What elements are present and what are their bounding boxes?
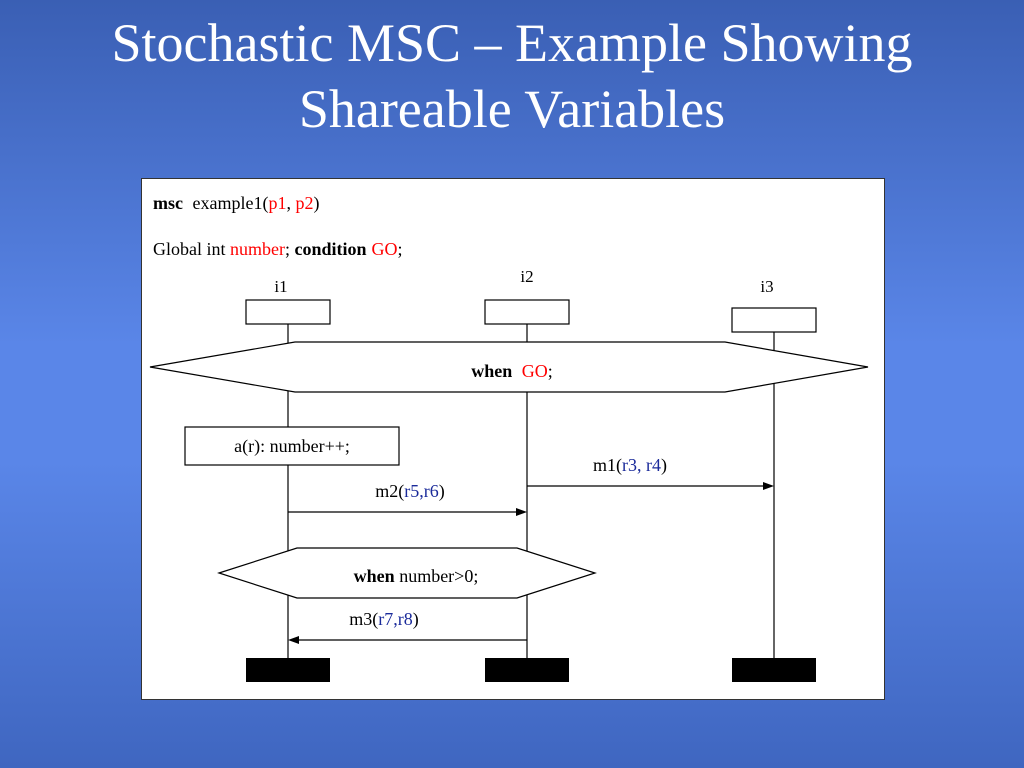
message-m1-label: m1(r3, r4) — [593, 455, 667, 476]
m1-args: r3, r4 — [622, 455, 661, 475]
when1-semi: ; — [548, 361, 553, 381]
message-m3-label: m3(r7,r8) — [349, 609, 419, 630]
instance-head-i3 — [731, 307, 817, 333]
when1-name: GO — [522, 361, 548, 381]
m2-label: m2( — [375, 481, 404, 502]
title-line-2: Shareable Variables — [298, 79, 726, 139]
instance-end-i3 — [732, 658, 816, 682]
when2-keyword: when — [354, 566, 395, 586]
msc-diagram-svg: msc example1(p1, p2) Global int number; … — [149, 193, 869, 682]
action-box — [184, 426, 400, 466]
instance-label-i3: i3 — [760, 277, 773, 296]
when2-text: number>0; — [395, 566, 479, 586]
condition-when-go — [149, 341, 869, 393]
instance-label-i1: i1 — [274, 277, 287, 296]
message-m1-arrowhead — [763, 482, 774, 490]
msc-param-p1: p1 — [268, 193, 286, 213]
m2-close: ) — [439, 481, 445, 502]
msc-header: msc example1(p1, p2) — [153, 193, 319, 214]
m1-close: ) — [661, 455, 667, 476]
instance-end-i1 — [246, 658, 330, 682]
m3-label: m3( — [349, 609, 378, 630]
when1-keyword: when — [471, 361, 512, 381]
title-line-1: Stochastic MSC – Example Showing — [111, 13, 913, 73]
message-m2-arrowhead — [516, 508, 527, 516]
instance-head-i2 — [484, 299, 570, 325]
action-text: a(r): number++; — [234, 436, 350, 457]
global-semi: ; — [285, 239, 295, 259]
slide-title: Stochastic MSC – Example Showing Shareab… — [0, 10, 1024, 142]
msc-param-close: ) — [313, 193, 319, 214]
m1-label: m1( — [593, 455, 622, 476]
msc-param-p2: p2 — [295, 193, 313, 213]
m3-args: r7,r8 — [378, 609, 413, 629]
global-var: number — [230, 239, 285, 259]
instance-head-i1 — [245, 299, 331, 325]
m3-close: ) — [413, 609, 419, 630]
m2-args: r5,r6 — [404, 481, 439, 501]
msc-param-sep: , — [286, 193, 295, 213]
condition-when-number-text: when number>0; — [354, 566, 479, 586]
instance-label-i2: i2 — [520, 267, 533, 286]
condition-keyword: condition — [295, 239, 367, 259]
condition-when-go-text: when GO; — [471, 361, 553, 381]
message-m3-arrowhead — [288, 636, 299, 644]
condition-when-number — [217, 547, 597, 599]
msc-keyword: msc — [153, 193, 183, 213]
instance-end-i2 — [485, 658, 569, 682]
global-prefix: Global int — [153, 239, 230, 259]
condition-semi: ; — [398, 239, 403, 259]
message-m2-label: m2(r5,r6) — [375, 481, 445, 502]
msc-name: example1( — [193, 193, 269, 214]
msc-diagram: msc example1(p1, p2) Global int number; … — [141, 178, 885, 700]
condition-name: GO — [372, 239, 398, 259]
